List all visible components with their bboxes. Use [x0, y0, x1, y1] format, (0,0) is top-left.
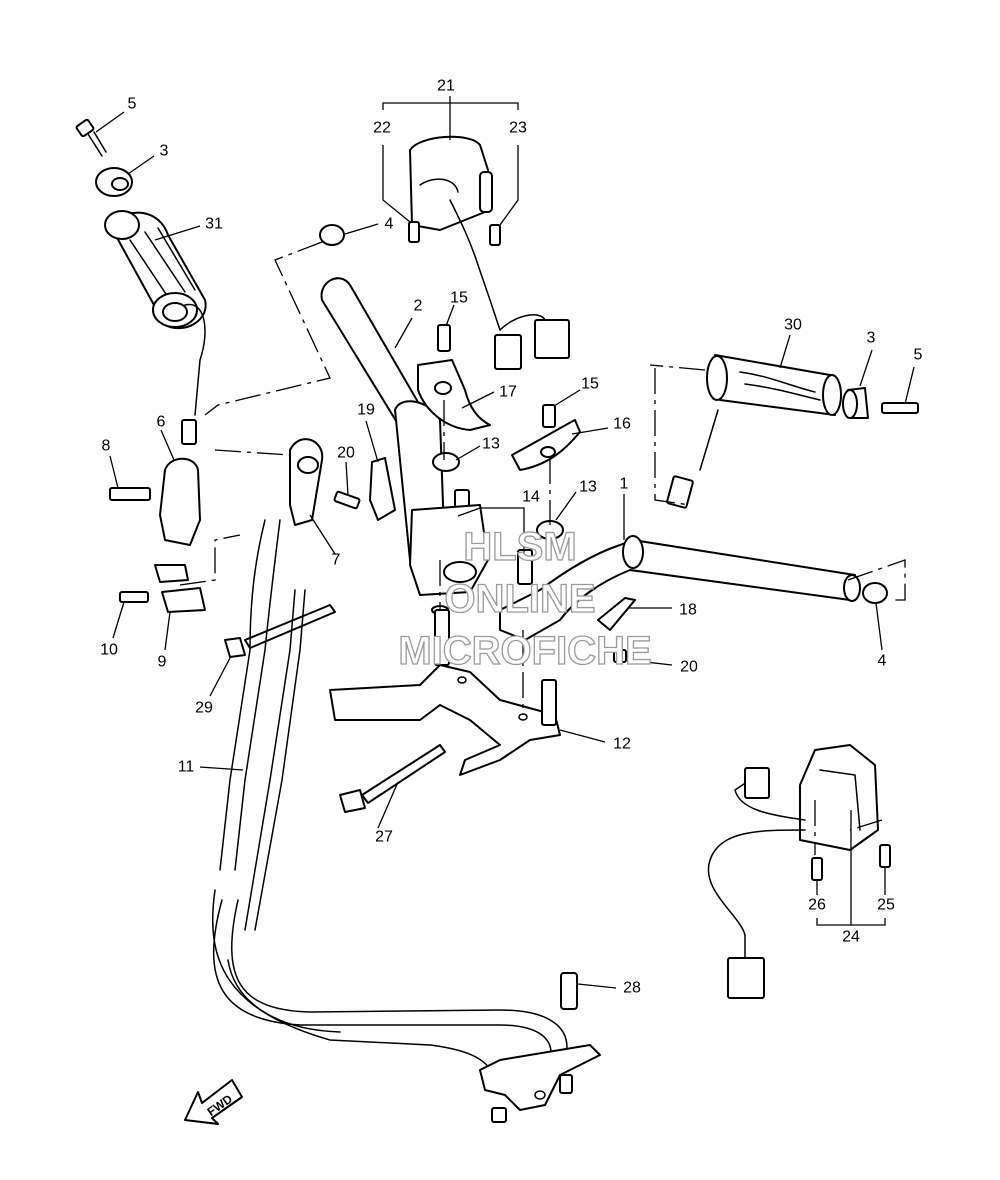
- callout-22: 22: [373, 120, 391, 137]
- part-20-screw-right: [613, 649, 627, 663]
- callout-25: 25: [877, 897, 895, 914]
- part-12-bracket: [329, 605, 561, 776]
- callout-20-right: 20: [680, 659, 698, 676]
- part-5-left-bolt: [75, 118, 107, 157]
- callout-24: 24: [842, 929, 860, 946]
- part-10-bolt: [119, 591, 149, 603]
- part-20-screw-left: [333, 490, 361, 510]
- fwd-arrow-icon: FWD: [184, 1079, 243, 1125]
- guide-lines: [179, 241, 906, 855]
- part-25-screw: [879, 844, 891, 868]
- watermark-line-3: MICROFICHE: [398, 629, 651, 673]
- part-26-screw: [811, 857, 823, 881]
- watermark: HLSM ONLINE MICROFICHE: [398, 524, 653, 673]
- part-4-right-bar-end: [862, 582, 888, 604]
- callout-16: 16: [613, 416, 631, 433]
- callout-1: 1: [620, 476, 629, 493]
- part-27-cable-tie: [339, 744, 446, 813]
- part-31-left-grip: [104, 210, 207, 445]
- callout-labels: 5 3 31 4 2 15 17 15 16 13 13 1 14 18 20 …: [100, 78, 922, 997]
- watermark-line-2: ONLINE: [444, 577, 595, 621]
- part-11-throttle-cables: [212, 519, 568, 1081]
- part-23-screw: [489, 224, 501, 246]
- callout-8: 8: [102, 438, 111, 455]
- part-30-right-grip: [666, 354, 842, 509]
- callout-28: 28: [623, 980, 641, 997]
- callout-3-right: 3: [867, 330, 876, 347]
- part-15-bolt-left: [437, 324, 451, 352]
- callout-17: 17: [499, 384, 517, 401]
- part-16-cover: [511, 419, 581, 471]
- callout-20-left: 20: [337, 445, 355, 462]
- callout-5-left: 5: [128, 96, 137, 113]
- part-13-nut-left: [432, 452, 460, 472]
- part-19-bracket: [369, 457, 396, 521]
- callout-10: 10: [100, 642, 118, 659]
- lower-cable-bracket: [479, 1044, 601, 1123]
- callout-27: 27: [375, 829, 393, 846]
- callout-13-right: 13: [579, 479, 597, 496]
- callout-15-left: 15: [450, 290, 468, 307]
- part-1-right-handlebar: [499, 535, 861, 641]
- part-upper-holder: [409, 504, 489, 596]
- part-21-right-switch: [409, 135, 570, 370]
- callout-4-upper: 4: [385, 216, 394, 233]
- part-18-bracket: [597, 597, 636, 631]
- part-29-cable-tie: [224, 604, 336, 658]
- callout-15-right: 15: [581, 376, 599, 393]
- callout-14: 14: [522, 489, 540, 506]
- part-4-upper-bar-end: [319, 224, 345, 246]
- callout-9: 9: [158, 654, 167, 671]
- part-7-holder: [289, 438, 324, 526]
- part-8-bolt: [109, 487, 151, 501]
- part-24-left-switch: [707, 744, 879, 999]
- callout-31: 31: [205, 216, 223, 233]
- watermark-line-1: HLSM: [463, 525, 576, 569]
- callout-12: 12: [613, 736, 631, 753]
- part-5-right-bolt: [881, 402, 919, 414]
- callout-21: 21: [437, 78, 455, 95]
- callout-7: 7: [332, 552, 341, 569]
- part-17-cover: [417, 359, 491, 431]
- callout-11: 11: [178, 759, 195, 776]
- callout-leaders: [95, 96, 915, 989]
- callout-19: 19: [357, 402, 375, 419]
- callout-23: 23: [509, 120, 527, 137]
- callout-5-right: 5: [914, 347, 923, 364]
- callout-18: 18: [679, 602, 697, 619]
- callout-13-left: 13: [482, 436, 500, 453]
- part-28-bolt: [560, 972, 578, 1010]
- part-3-left-bar-end: [95, 167, 133, 197]
- callout-6: 6: [157, 414, 166, 431]
- part-22-screw: [408, 221, 420, 243]
- part-6-holder: [159, 457, 201, 546]
- callout-26: 26: [808, 897, 826, 914]
- callout-30: 30: [784, 317, 802, 334]
- part-15-bolt-right: [542, 404, 556, 428]
- part-3-right-bar-end: [842, 387, 869, 419]
- callout-3-left: 3: [160, 143, 169, 160]
- callout-2: 2: [414, 298, 423, 315]
- part-9-clamp: [154, 564, 206, 613]
- callout-29: 29: [195, 700, 213, 717]
- callout-4-right: 4: [878, 653, 887, 670]
